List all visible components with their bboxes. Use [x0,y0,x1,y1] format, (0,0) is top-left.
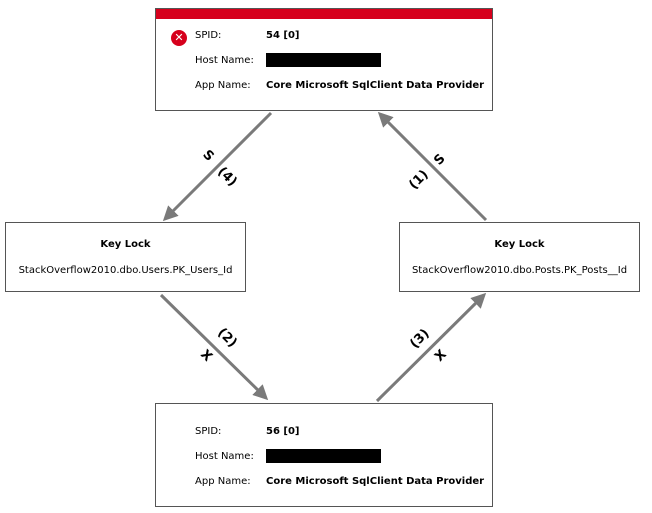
host-name-redaction [266,449,381,463]
edge-lock-mode: S [199,147,216,164]
app-value: Core Microsoft SqlClient Data Provider [266,80,485,91]
app-label: App Name: [195,80,251,91]
spid-label: SPID: [195,426,222,437]
resource-title: Key Lock [494,239,545,250]
edge-order: (1) [406,167,431,192]
app-label: App Name: [195,476,251,487]
process-node-victim[interactable]: ✕ SPID: 54 [0] Host Name: App Name: Core… [155,8,493,111]
edge-lock-mode: X [197,347,215,365]
resource-node-users[interactable]: Key Lock StackOverflow2010.dbo.Users.PK_… [5,222,246,292]
host-name-redaction [266,53,381,67]
edge-arrow [375,292,487,403]
edge-lock-mode: X [432,347,450,365]
resource-title: Key Lock [100,239,151,250]
resource-node-posts[interactable]: Key Lock StackOverflow2010.dbo.Posts.PK_… [399,222,640,292]
edge-arrow [377,111,488,222]
host-label: Host Name: [195,55,254,66]
spid-value: 54 [0] [266,30,300,41]
process-node[interactable]: SPID: 56 [0] Host Name: App Name: Core M… [155,403,493,507]
resource-object: StackOverflow2010.dbo.Posts.PK_Posts__Id [411,265,628,276]
spid-value: 56 [0] [266,426,300,437]
host-label: Host Name: [195,451,254,462]
x-circle-icon: ✕ [171,30,187,46]
edge-order: (4) [214,164,239,189]
app-value: Core Microsoft SqlClient Data Provider [266,476,485,487]
edge-arrow [162,111,273,222]
victim-bar [156,9,492,19]
spid-label: SPID: [195,30,222,41]
resource-object: StackOverflow2010.dbo.Users.PK_Users_Id [18,265,233,276]
edge-arrow [159,293,269,401]
edge-order: (2) [214,325,239,350]
